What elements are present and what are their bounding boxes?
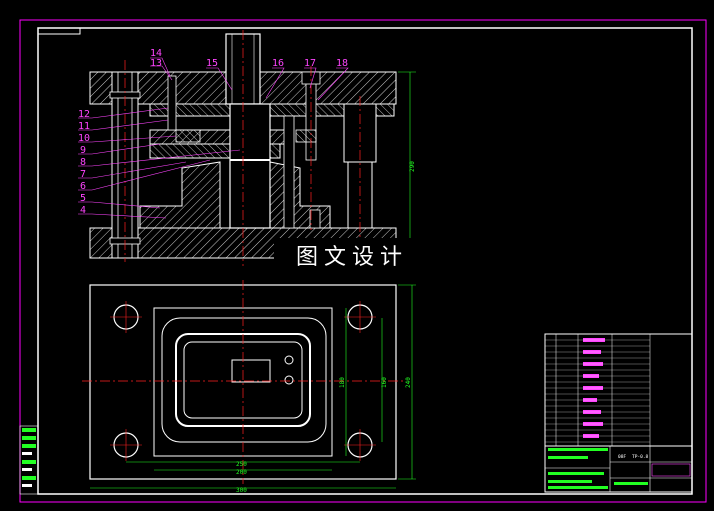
label-10: 10 xyxy=(78,133,90,144)
label-9: 9 xyxy=(80,145,86,156)
parts-list-rows xyxy=(545,339,650,443)
layer-strip xyxy=(19,425,39,495)
label-12: 12 xyxy=(78,109,90,120)
dim-front-height: 290 xyxy=(409,161,416,172)
label-15: 15 xyxy=(206,58,218,69)
label-18: 18 xyxy=(336,58,348,69)
label-6: 6 xyxy=(80,181,86,192)
label-8: 8 xyxy=(80,157,86,168)
label-11: 11 xyxy=(78,121,90,132)
dim-inner-height-2: 160 xyxy=(381,377,388,388)
label-16: 16 xyxy=(272,58,284,69)
label-17: 17 xyxy=(304,58,316,69)
label-5: 5 xyxy=(80,193,86,204)
dim-inner-height-1: 180 xyxy=(339,377,346,388)
label-7: 7 xyxy=(80,169,86,180)
label-14: 14 xyxy=(150,48,162,59)
corner-tab xyxy=(38,28,81,35)
dim-plan-height: 240 xyxy=(405,377,412,388)
label-4: 4 xyxy=(80,205,86,216)
label-13: 13 xyxy=(150,58,162,69)
title-mark-1: 08F xyxy=(618,454,626,460)
front-section-view xyxy=(89,30,416,266)
title-block xyxy=(544,333,693,493)
watermark-band xyxy=(274,238,424,274)
plan-view xyxy=(82,280,416,489)
dim-inner-width-2: 200 xyxy=(236,469,247,476)
outer-frame xyxy=(19,19,707,503)
watermark-text: 图文设计 xyxy=(296,245,408,270)
title-mark-2: TP-0.8 xyxy=(632,454,649,460)
part-leaders xyxy=(78,57,349,219)
dim-inner-width-1: 250 xyxy=(236,461,247,468)
inner-border xyxy=(37,27,693,495)
dim-plan-width: 300 xyxy=(236,487,247,494)
